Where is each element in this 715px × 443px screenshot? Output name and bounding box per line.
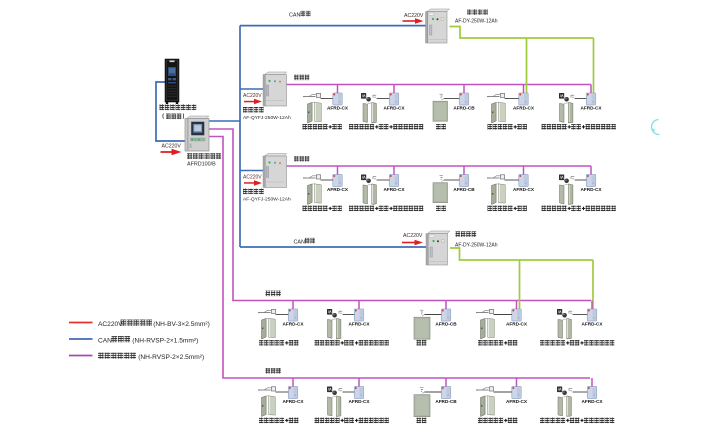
svg-text:AC220V: AC220V — [404, 13, 424, 19]
svg-text:AFRD-CX: AFRD-CX — [513, 106, 535, 111]
svg-text:AFRD-CX: AFRD-CX — [581, 322, 603, 327]
svg-text:AFRD-CX: AFRD-CX — [580, 187, 602, 192]
svg-text:CAN: CAN — [289, 12, 300, 18]
svg-text:AC220V: AC220V — [98, 321, 123, 328]
svg-text:AF-QYFJ-250W-12Ah: AF-QYFJ-250W-12Ah — [243, 197, 291, 203]
svg-text:AFRD-CB: AFRD-CB — [435, 322, 457, 327]
svg-text:CAN: CAN — [294, 239, 305, 245]
svg-text:AF-DY-250W-12Ah: AF-DY-250W-12Ah — [455, 242, 498, 248]
svg-text:AFRD-CX: AFRD-CX — [506, 399, 528, 404]
svg-text:AFRD-CX: AFRD-CX — [348, 399, 370, 404]
svg-text:(NH-BV-3×2.5mm²): (NH-BV-3×2.5mm²) — [153, 321, 210, 328]
svg-text:AFRD-CB: AFRD-CB — [435, 399, 457, 404]
svg-text:AFRD-CB: AFRD-CB — [453, 187, 475, 192]
svg-text:AFRD-CX: AFRD-CX — [383, 106, 405, 111]
svg-text:AFRD-CX: AFRD-CX — [581, 399, 603, 404]
svg-text:AC220V: AC220V — [162, 143, 182, 149]
svg-text:AC220V: AC220V — [243, 175, 262, 181]
svg-text:AFRD-CX: AFRD-CX — [580, 106, 602, 111]
svg-text:AFRD-CX: AFRD-CX — [327, 187, 349, 192]
svg-text:AFRD-CX: AFRD-CX — [282, 399, 304, 404]
svg-text:(NH-RVSP-2×1.5mm²): (NH-RVSP-2×1.5mm²) — [132, 337, 198, 344]
svg-text:AFRD-CX: AFRD-CX — [513, 187, 535, 192]
svg-text:AF-DY-250W-12Ah: AF-DY-250W-12Ah — [455, 18, 498, 24]
svg-text:AFRD-CX: AFRD-CX — [383, 187, 405, 192]
svg-text:(NH-RVSP-2×2.5mm²): (NH-RVSP-2×2.5mm²) — [138, 354, 204, 361]
svg-text:AFRD-CX: AFRD-CX — [282, 322, 304, 327]
svg-text:AFRD-CX: AFRD-CX — [506, 322, 528, 327]
svg-text:AFRD-CX: AFRD-CX — [327, 106, 349, 111]
svg-text:AFRD-CB: AFRD-CB — [453, 106, 475, 111]
svg-text:AC220V: AC220V — [403, 233, 423, 239]
svg-text:AF-QYFJ-250W-12Ah: AF-QYFJ-250W-12Ah — [243, 115, 291, 121]
svg-text:AFRD100/B: AFRD100/B — [187, 162, 216, 168]
svg-text:AC220V: AC220V — [243, 93, 262, 99]
svg-text:AFRD-CX: AFRD-CX — [348, 322, 370, 327]
svg-text:CAN: CAN — [98, 337, 112, 344]
